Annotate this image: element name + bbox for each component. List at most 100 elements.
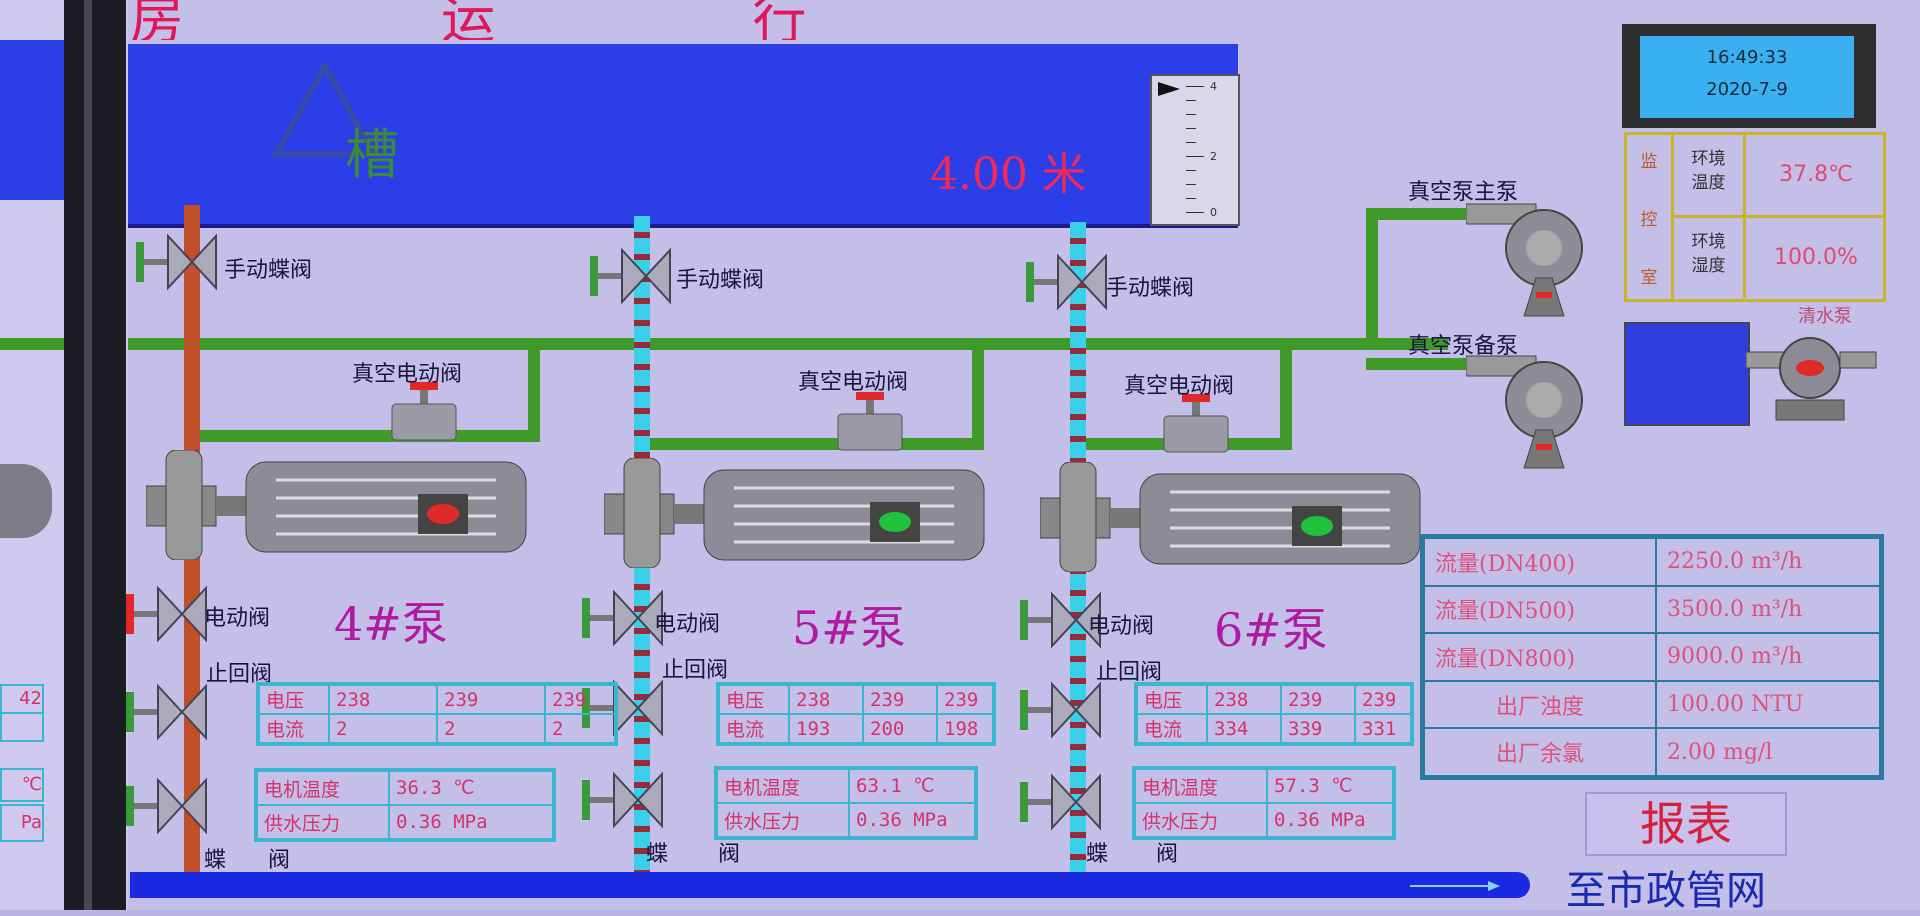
voltage-b: 239 [862,684,938,715]
bottom-valve-6-icon[interactable] [1020,772,1104,832]
left-voltage-cell: 42 [0,684,44,714]
bottom-valve-5-icon[interactable] [582,770,666,830]
env-humidity-label-1: 环境 [1691,232,1726,252]
tank-level-readout: 4.00 米 [930,149,1086,200]
check-valve-4-icon[interactable] [126,682,210,742]
electric-valve-6-icon[interactable] [1020,590,1104,650]
env-humidity-value: 100.0% [1774,245,1858,270]
vacuum-valve-4-icon[interactable] [384,382,464,446]
city-network-link[interactable]: 至市政管网 [1566,868,1766,914]
voltage-a: 238 [788,684,864,715]
voltage-label: 电压 [1136,684,1208,715]
pump5-motor-icon[interactable] [604,458,994,568]
vac-branch-4 [196,430,540,442]
electric-valve-6-label: 电动阀 [1088,614,1155,639]
env-humidity-label-2: 湿度 [1691,256,1726,276]
flow-row-dn400: 流量(DN400)2250.0 m³/h [1423,537,1881,587]
vacuum-main-pump-pipe [1366,208,1476,220]
manual-valve-6-icon[interactable] [1026,252,1110,312]
monitor-side-char-3: 室 [1640,268,1658,288]
bottom-valve-5-label-a: 蝶 [646,842,669,867]
flow-quality-table: 流量(DN400)2250.0 m³/h 流量(DN500)3500.0 m³/… [1420,534,1884,780]
electric-valve-5-label: 电动阀 [654,612,721,637]
water-tank [128,44,1238,228]
vacuum-riser-pipe [1366,208,1378,350]
current-c: 2 [544,713,616,744]
bottom-valve-5-label-b: 阀 [718,842,741,867]
manual-valve-4-icon[interactable] [136,232,220,292]
voltage-a: 238 [328,684,438,715]
bottom-valve-4-label-b: 阀 [268,848,291,873]
chlorine-value: 2.00 mg/l [1655,727,1881,777]
vacuum-main-pump-label: 真空泵主泵 [1408,180,1519,205]
check-valve-6-label: 止回阀 [1096,660,1163,685]
env-temp-label-2: 温度 [1691,173,1726,193]
manual-valve-4-label: 手动蝶阀 [224,258,313,283]
flow-label-dn800: 流量(DN800) [1423,632,1657,682]
voltage-c: 239 [1354,684,1412,715]
vacuum-valve-5-label: 真空电动阀 [798,370,909,395]
left-temp-cell: ℃ [0,768,44,802]
vacuum-valve-5-icon[interactable] [830,392,910,456]
turbidity-label: 出厂浊度 [1423,679,1657,730]
vacuum-main-pump-icon[interactable] [1466,200,1596,318]
left-pressure-cell: Pa [0,804,44,842]
manual-valve-5-icon[interactable] [590,246,674,306]
outflow-arrow-icon [1410,881,1500,891]
vacuum-valve-6-icon[interactable] [1156,394,1236,458]
vacuum-valve-6-label: 真空电动阀 [1124,374,1235,399]
vacuum-backup-pump-label: 真空泵备泵 [1408,334,1519,359]
clear-water-pump-icon[interactable] [1746,330,1880,426]
vac-branch-4-vert [528,338,540,442]
voltage-label: 电压 [718,684,790,715]
clear-water-pump-label: 清水泵 [1798,306,1852,327]
current-a: 193 [788,713,864,744]
report-button[interactable]: 报表 [1585,792,1787,856]
vacuum-backup-pump-icon[interactable] [1466,352,1596,470]
flow-label-dn500: 流量(DN500) [1423,584,1657,635]
electric-valve-5-icon[interactable] [582,588,666,648]
flow-row-dn500: 流量(DN500)3500.0 m³/h [1423,584,1881,635]
motor-temp-label: 电机温度 [716,768,850,804]
clear-water-tank [1624,322,1750,426]
current-a: 334 [1206,713,1282,744]
vac-branch-5-vert [972,350,984,450]
voltage-c: 239 [544,684,616,715]
scale-label-bottom: 0 [1210,206,1217,219]
scale-label-top: 4 [1210,80,1217,93]
pump6-motor-icon[interactable] [1040,462,1430,572]
flow-value-dn800: 9000.0 m³/h [1655,632,1881,682]
page-title: 房 运 行 图 [130,0,890,40]
bottom-valve-4-icon[interactable] [126,776,210,836]
monitor-bezel [64,0,126,910]
electric-valve-4-icon[interactable] [126,584,210,644]
left-motor-fragment [0,464,52,538]
current-label: 电流 [718,713,790,744]
pressure-label: 供水压力 [716,802,850,838]
vacuum-main-pipe [128,338,1448,350]
left-tank-fragment [0,40,64,200]
monitor-side-char-1: 监 [1640,152,1658,172]
current-b: 200 [862,713,938,744]
current-a: 2 [328,713,438,744]
check-valve-6-icon[interactable] [1020,680,1104,740]
electric-valve-4-label: 电动阀 [204,606,271,631]
current-b: 2 [436,713,546,744]
pump5-name: 5#泵 [792,601,906,655]
monitor-bezel-edge [84,0,92,910]
manual-valve-6-label: 手动蝶阀 [1106,276,1195,301]
monitor-room-panel: 监 控 室 环境温度 37.8℃ 环境湿度 100.0% [1624,132,1886,302]
pump4-motor-icon[interactable] [146,450,536,560]
motor-temp-label: 电机温度 [256,770,390,806]
